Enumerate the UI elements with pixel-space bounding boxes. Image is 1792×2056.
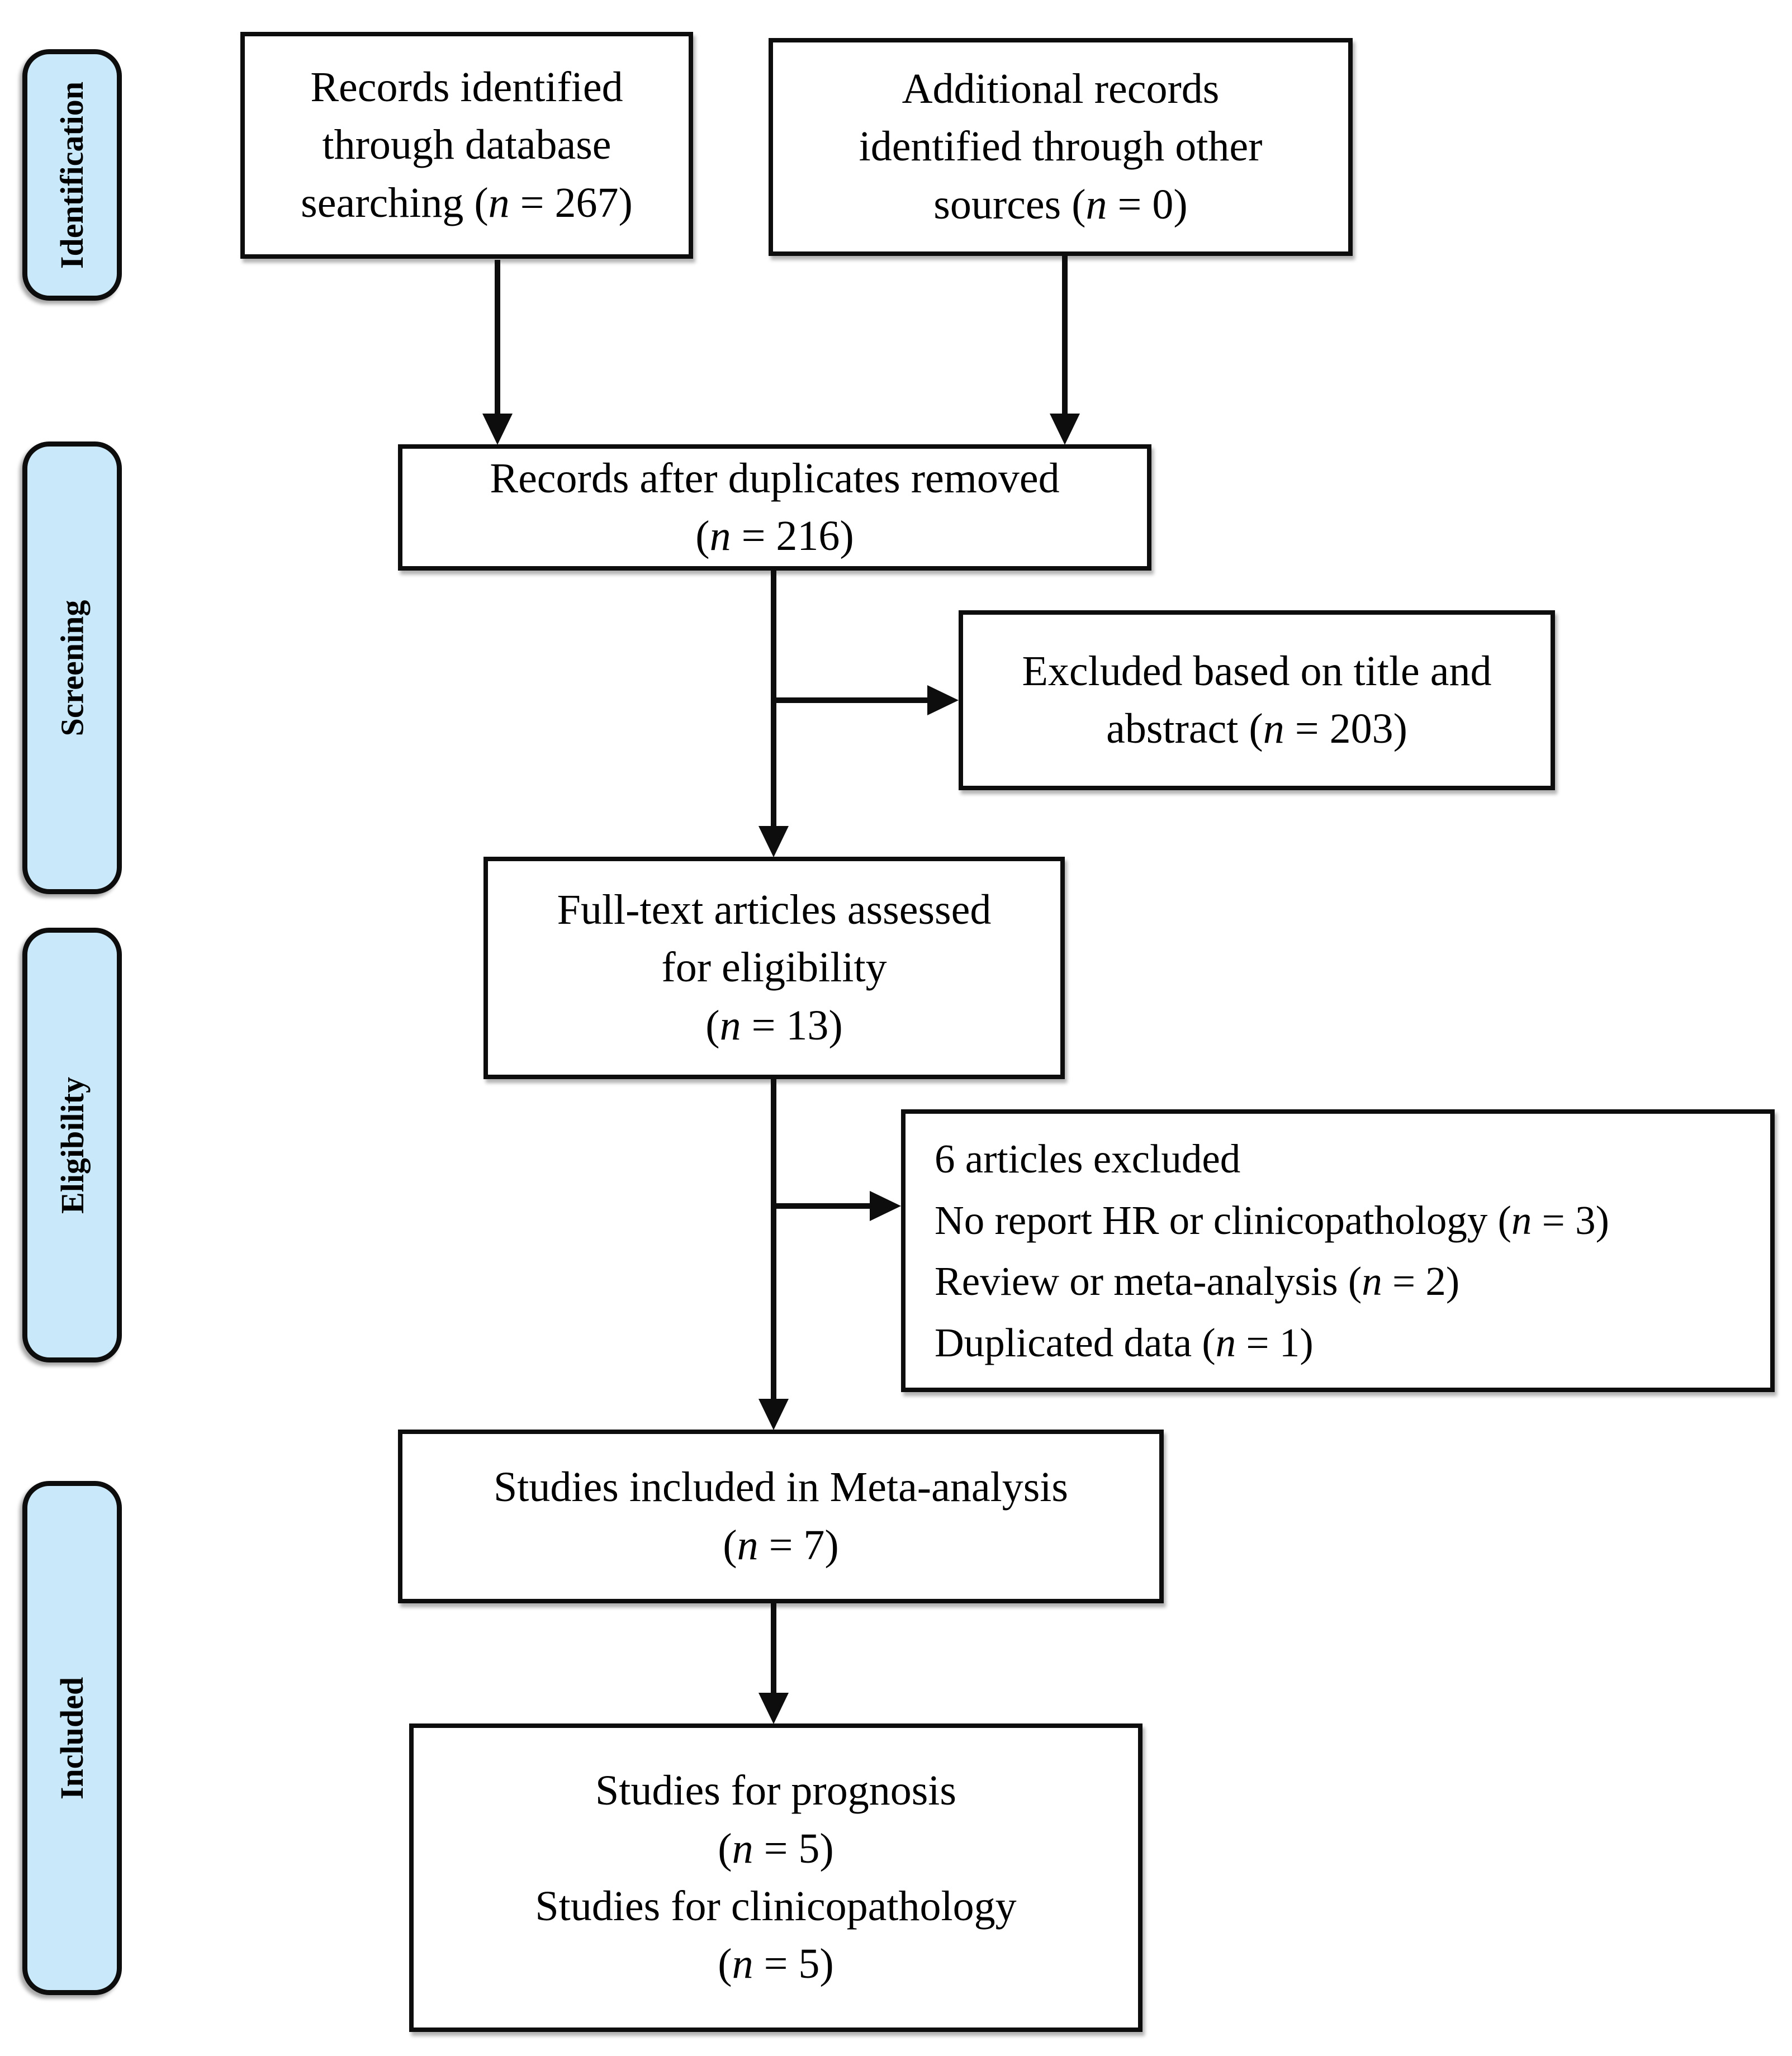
stage-label-identification: Identification: [22, 49, 122, 301]
box-text-line: 6 articles excluded: [935, 1136, 1241, 1181]
box-text-line: Studies for clinicopathology: [535, 1883, 1017, 1930]
box-records-after-duplicates-removed: Records after duplicates removed (n = 216…: [398, 444, 1151, 571]
arrow-fulltext-to-meta-line: [771, 1079, 776, 1400]
stage-label-screening-text: Screening: [54, 600, 91, 736]
arrow-branch-to-excluded-title-line: [774, 697, 931, 703]
box-text-line: abstract (n = 203): [1106, 705, 1407, 752]
box-studies-included-meta-analysis: Studies included in Meta-analysis (n = 7): [398, 1430, 1164, 1603]
box-text-line: Duplicated data (n = 1): [935, 1319, 1314, 1365]
stage-label-eligibility-text: Eligibility: [54, 1076, 91, 1214]
box-text-line: Additional records: [902, 65, 1220, 112]
stage-label-included: Included: [22, 1481, 122, 1995]
arrow-fulltext-to-meta-head-icon: [758, 1399, 789, 1430]
box-text-line: Studies included in Meta-analysis: [494, 1464, 1068, 1511]
arrow-additional-to-duplicates-line: [1062, 256, 1068, 415]
box-articles-excluded-reasons: 6 articles excluded No report HR or clini…: [901, 1109, 1775, 1392]
box-fulltext-assessed-eligibility: Full-text articles assessed for eligibili…: [483, 857, 1065, 1079]
box-text-line: Review or meta-analysis (n = 2): [935, 1259, 1460, 1304]
arrow-meta-to-final-line: [771, 1603, 776, 1694]
stage-label-eligibility: Eligibility: [22, 928, 122, 1362]
box-text-line: Records identified: [310, 63, 623, 111]
box-excluded-title-abstract: Excluded based on title and abstract (n =…: [959, 610, 1555, 790]
arrow-database-to-duplicates-line: [495, 260, 500, 415]
box-text-line: (n = 5): [718, 1940, 834, 1988]
box-text-line: (n = 5): [718, 1825, 834, 1872]
box-records-database-searching: Records identified through database search…: [240, 32, 693, 259]
box-text-line: sources (n = 0): [933, 181, 1188, 228]
box-text-line: (n = 216): [695, 512, 854, 559]
box-text-line: through database: [322, 121, 611, 169]
arrow-branch-to-excluded-fulltext-line: [774, 1203, 874, 1209]
box-text-line: (n = 13): [705, 1001, 843, 1049]
box-studies-prognosis-clinicopathology: Studies for prognosis (n = 5) Studies for …: [409, 1723, 1142, 2032]
arrow-meta-to-final-head-icon: [758, 1693, 789, 1724]
stage-label-identification-text: Identification: [54, 81, 91, 269]
arrow-additional-to-duplicates-head-icon: [1050, 414, 1080, 445]
box-text-line: No report HR or clinicopathology (n = 3): [935, 1197, 1609, 1243]
arrow-branch-to-excluded-fulltext-head-icon: [870, 1191, 901, 1221]
stage-label-included-text: Included: [54, 1677, 91, 1799]
arrow-branch-to-excluded-title-head-icon: [927, 685, 959, 715]
arrow-duplicates-to-fulltext-head-icon: [758, 826, 789, 857]
box-additional-records-other-sources: Additional records identified through oth…: [769, 38, 1353, 256]
stage-label-screening: Screening: [22, 441, 122, 894]
box-text-line: Excluded based on title and: [1022, 647, 1492, 695]
box-text-line: identified through other: [859, 123, 1263, 170]
arrow-database-to-duplicates-head-icon: [482, 414, 513, 445]
box-text-line: (n = 7): [723, 1521, 839, 1569]
box-text-line: Studies for prognosis: [595, 1767, 956, 1815]
box-text-line: Full-text articles assessed: [557, 886, 992, 933]
box-text-line: Records after duplicates removed: [490, 454, 1060, 502]
box-text-line: searching (n = 267): [301, 179, 633, 226]
box-text-line: for eligibility: [661, 944, 887, 991]
